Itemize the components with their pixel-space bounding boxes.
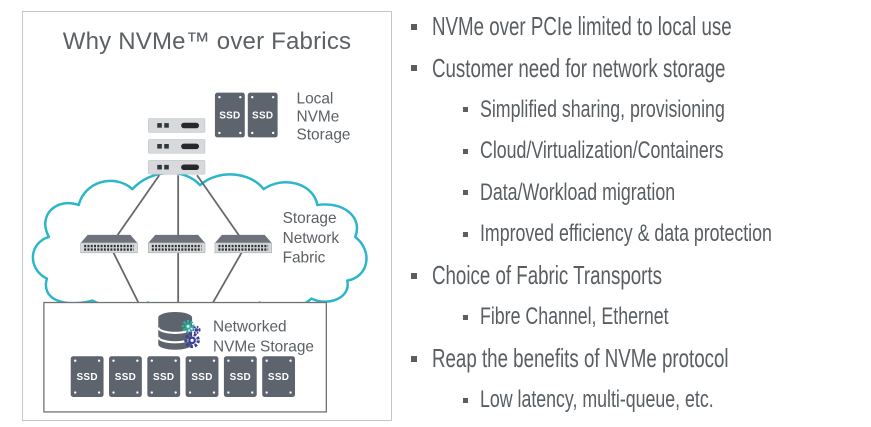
bullet-text: Improved efficiency & data protection [480, 220, 772, 248]
svg-text:Storage: Storage [283, 210, 337, 227]
bullet-text: Choice of Fabric Transports [432, 260, 662, 291]
svg-text:Fabric: Fabric [283, 250, 326, 267]
bullet-item: Low latency, multi-queue, etc. [463, 380, 866, 422]
ssd-chip-icon: SSD [214, 92, 245, 138]
ssd-chip-icon: SSD [70, 356, 104, 398]
networked-nvme-storage-label: Networked NVMe Storage [213, 318, 314, 355]
ssd-chip-icon: SSD [185, 356, 219, 398]
svg-text:SSD: SSD [76, 372, 97, 383]
svg-text:SSD: SSD [268, 372, 289, 383]
bullet-square-icon [463, 397, 468, 403]
switch-icon [214, 234, 272, 254]
storage-network-fabric-label: Storage Network Fabric [283, 210, 340, 267]
bullet-item: Customer need for network storage [411, 48, 866, 90]
svg-text:SSD: SSD [153, 372, 174, 383]
nvme-fabric-diagram: SSD SSD Local NVMe Storage [31, 91, 368, 413]
svg-text:Local: Local [297, 91, 334, 108]
svg-text:NVMe: NVMe [297, 109, 340, 126]
network-switches [80, 234, 272, 254]
local-nvme-storage-label: Local NVMe Storage [297, 91, 351, 144]
svg-text:Storage: Storage [297, 126, 351, 143]
bullet-item: Reap the benefits of NVMe protocol [411, 338, 866, 380]
bullet-text: Reap the benefits of NVMe protocol [432, 343, 729, 374]
bullet-square-icon [463, 107, 468, 113]
bullet-item: Choice of Fabric Transports [411, 255, 866, 297]
bullet-square-icon [463, 314, 468, 320]
bullet-text: Data/Workload migration [480, 178, 676, 206]
bullet-square-icon [411, 272, 417, 279]
bullet-square-icon [463, 190, 468, 196]
bullet-square-icon [411, 65, 417, 72]
ssd-chip-icon: SSD [109, 356, 142, 398]
gear-teal-icon [181, 319, 195, 333]
svg-text:NVMe Storage: NVMe Storage [213, 338, 314, 355]
bullet-text: Fibre Channel, Ethernet [480, 303, 669, 331]
bullet-item: Improved efficiency & data protection [463, 214, 866, 256]
ssd-chip-icon: SSD [247, 92, 278, 138]
switch-icon [148, 234, 206, 254]
bullet-text: NVMe over PCIe limited to local use [432, 11, 732, 42]
gear-indigo-icon [184, 332, 200, 349]
bullet-list: NVMe over PCIe limited to local use Cust… [411, 6, 866, 421]
connection-lines [110, 174, 245, 303]
switch-icon [80, 234, 138, 254]
bullet-item: NVMe over PCIe limited to local use [411, 6, 866, 48]
svg-text:Network: Network [283, 230, 340, 247]
svg-text:SSD: SSD [115, 372, 136, 383]
local-ssd-chips: SSD SSD [214, 92, 278, 138]
networked-ssd-chips: SSD SSD SSD SSD [70, 356, 296, 398]
bullet-text: Cloud/Virtualization/Containers [480, 137, 724, 165]
ssd-chip-icon: SSD [262, 356, 296, 398]
bullet-text: Simplified sharing, provisioning [480, 95, 725, 123]
diagram-panel: Why NVMe™ over Fabrics [22, 11, 392, 421]
svg-text:SSD: SSD [230, 372, 251, 383]
bullet-text: Low latency, multi-queue, etc. [480, 386, 714, 414]
bullet-item: Cloud/Virtualization/Containers [463, 131, 866, 173]
svg-text:SSD: SSD [252, 111, 273, 122]
server-stack-icon [148, 118, 206, 175]
gear-indigo-small-icon [192, 325, 201, 334]
svg-text:Networked: Networked [213, 318, 287, 335]
bullet-text: Customer need for network storage [432, 52, 726, 83]
bullet-item: Simplified sharing, provisioning [463, 89, 866, 131]
bullet-square-icon [463, 148, 468, 154]
ssd-chip-icon: SSD [147, 356, 181, 398]
ssd-chip-icon: SSD [223, 356, 257, 398]
bullet-square-icon [411, 23, 417, 30]
panel-title: Why NVMe™ over Fabrics [62, 28, 352, 55]
svg-text:SSD: SSD [219, 111, 240, 122]
bullet-square-icon [463, 231, 468, 237]
bullet-item: Data/Workload migration [463, 172, 866, 214]
svg-text:SSD: SSD [191, 372, 212, 383]
bullet-square-icon [411, 355, 417, 362]
bullet-item: Fibre Channel, Ethernet [463, 297, 866, 339]
